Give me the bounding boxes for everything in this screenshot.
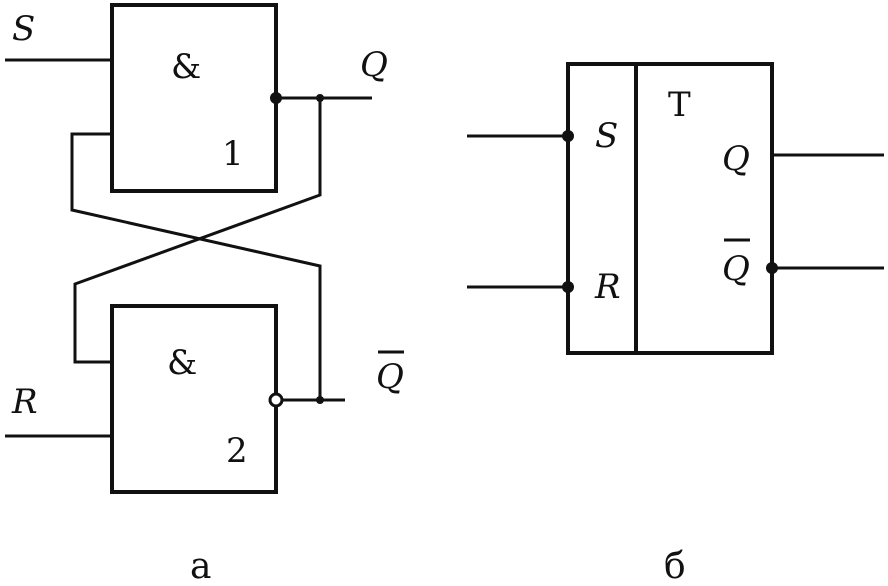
gate-2-inversion-bubble: [268, 392, 284, 408]
trigger-input-r-label: R: [594, 267, 621, 307]
feedback-q-to-gate-2: [73, 98, 322, 364]
feedback-qbar-to-gate-1: [70, 132, 322, 400]
input-s-label: S: [12, 9, 35, 49]
trigger-output-qbar-label: Q: [722, 238, 750, 289]
output-qbar-text: Q: [376, 357, 404, 397]
trigger-box: [566, 62, 774, 355]
trigger-input-r-dot: [562, 281, 574, 293]
diagram-b-trigger-symbol: T S R Q Q б: [467, 62, 884, 586]
input-r-label: R: [11, 382, 38, 422]
trigger-type-label: T: [668, 85, 691, 125]
gate-2-number: 2: [226, 431, 248, 471]
trigger-output-q-label: Q: [722, 139, 750, 179]
diagram-b-caption: б: [664, 546, 686, 586]
gate-1-number: 1: [222, 134, 244, 174]
trigger-output-qbar-text: Q: [722, 249, 750, 289]
output-qbar-label: Q: [376, 350, 404, 397]
trigger-output-qbar-dot: [766, 262, 778, 274]
gate-2-and-symbol: &: [167, 343, 197, 383]
output-q-label: Q: [360, 45, 388, 85]
trigger-input-s-label: S: [595, 116, 618, 156]
trigger-input-s-dot: [562, 130, 574, 142]
gate-1-box: [110, 3, 278, 193]
diagram-a-nand-latch: & 1 & 2 S R Q Q а: [5, 3, 404, 586]
diagram-a-caption: а: [190, 546, 211, 586]
gate-1-and-symbol: &: [171, 47, 201, 87]
gate-2-box: [110, 304, 278, 494]
